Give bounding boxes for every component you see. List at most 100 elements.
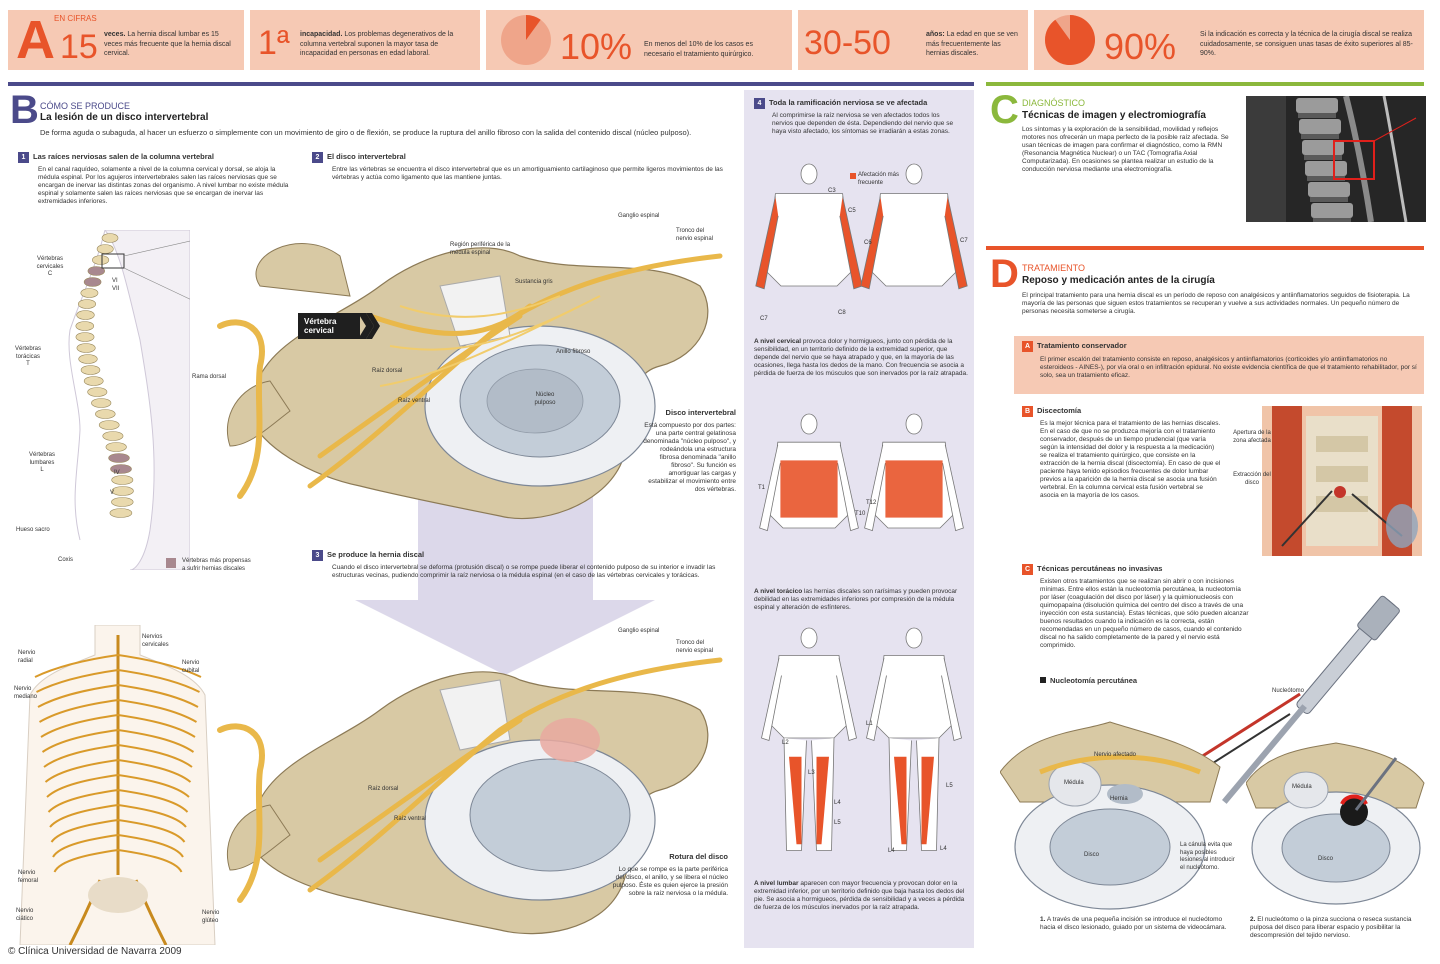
lumbar-text: A nivel lumbar aparecen con mayor frecue…: [754, 880, 965, 911]
body-figures-cervical: [755, 163, 968, 290]
label-roman-vii: VII: [112, 286, 120, 292]
section-b-label: CÓMO SE PRODUCE: [40, 101, 131, 111]
label-ganglio-espinal-2: Ganglio espinal: [618, 628, 660, 634]
label-medula-2: Médula: [1292, 784, 1312, 790]
section-a-label: EN CIFRAS: [54, 14, 97, 23]
label-rama-dorsal: Rama dorsal: [192, 374, 227, 380]
section-a-letter: A: [16, 10, 55, 70]
rotura-disco-title: Rotura del disco: [669, 852, 728, 861]
section-c-rule: [986, 82, 1424, 86]
body-figures-toracico: [759, 413, 964, 532]
section-d-letter: D: [990, 252, 1019, 296]
step1-text: En el canal raquídeo, solamente a nivel …: [38, 166, 289, 205]
stat-value-15: 15: [60, 28, 98, 66]
label-nervio-gluteo: Nervio glúteo: [202, 910, 220, 924]
label-c3: C3: [828, 188, 836, 194]
label-raiz-dorsal-1: Raíz dorsal: [372, 368, 403, 374]
label-apertura: Apertura de la zona afectada: [1233, 430, 1271, 444]
label-l4c: L4: [940, 846, 947, 852]
discectomy-illustration: [1262, 406, 1422, 556]
legend-swatch: [166, 558, 176, 568]
section-b-rule: [8, 82, 974, 86]
credit: © Clínica Universidad de Navarra 2009: [8, 946, 182, 957]
label-medula-1: Médula: [1064, 780, 1084, 786]
label-t12: T12: [866, 500, 877, 506]
label-extraccion: Extracción del disco: [1233, 472, 1271, 486]
discectomia-text: Es la mejor técnica para el tratamiento …: [1040, 420, 1221, 499]
label-nervio-ciatico: Nervio ciático: [16, 908, 34, 922]
disco-intervertebral-title: Disco intervertebral: [665, 408, 736, 417]
legend-afectacion-frecuente: Afectación más frecuente: [858, 172, 900, 186]
stat-text-10: En menos del 10% de los casos es necesar…: [644, 41, 754, 58]
down-arrow-icon: [355, 600, 655, 675]
legend-vertebras-propensas: Vértebras más propensas a sufrir hernias…: [182, 558, 251, 572]
section-b-intro: De forma aguda o subaguda, al hacer un e…: [40, 128, 692, 137]
label-c6: C6: [864, 240, 872, 246]
tratamiento-conservador-box: [1014, 336, 1424, 394]
label-anillo-fibroso: Anillo fibroso: [556, 349, 591, 355]
spine-illustration: [68, 230, 190, 570]
body-figures-lumbar: [761, 627, 962, 851]
stat-box-90: 90% Si la indicación es correcta y la té…: [1034, 10, 1424, 70]
disco-intervertebral-text: Está compuesto por dos partes: una parte…: [643, 422, 736, 493]
label-c7: C7: [960, 238, 968, 244]
label-tronco-nervio-1: Tronco del nervio espinal: [676, 228, 714, 242]
legend-afectacion-swatch: [850, 173, 856, 179]
stat-box-1a: 1ª incapacidad. Los problemas degenerati…: [250, 10, 480, 70]
section-c-text: Los síntomas y la exploración de la sens…: [1022, 126, 1229, 173]
label-l5: L5: [946, 783, 953, 789]
label-ganglio-espinal-1: Ganglio espinal: [618, 213, 660, 219]
label-l2: L2: [782, 740, 789, 746]
label-l5b: L5: [834, 820, 841, 826]
section-b-letter: B: [10, 88, 39, 132]
label-c5: C5: [848, 208, 856, 214]
nucleotomy-disk-2: [1246, 742, 1425, 905]
label-tronco-nervio-2: Tronco del nervio espinal: [676, 640, 714, 654]
nucleotome-instrument: [1179, 595, 1400, 804]
label-l4b: L4: [888, 848, 895, 854]
label-l4: L4: [834, 800, 841, 806]
label-coxis: Coxis: [58, 557, 74, 563]
label-nervio-afectado: Nervio afectado: [1094, 752, 1137, 758]
label-disco-2: Disco: [1318, 856, 1334, 862]
section-c-title: Técnicas de imagen y electromiografía: [1022, 110, 1206, 121]
stat-value-10: 10%: [560, 26, 633, 67]
toracico-text: A nivel torácico las hernias discales so…: [754, 588, 958, 611]
stat-value-90: 90%: [1104, 26, 1177, 67]
label-l1: L1: [866, 721, 873, 727]
stat-text-1a: incapacidad. Los problemas degenerativos…: [300, 31, 454, 57]
section-c-letter: C: [990, 88, 1019, 132]
label-nervios-cervicales: Nervios cervicales: [142, 634, 169, 648]
nucleotomy-step1: 1. A través de una pequeña incisión se i…: [1040, 916, 1227, 931]
label-nervio-mediano: Nervio mediano: [14, 686, 38, 700]
nervous-system-illustration: [19, 625, 216, 945]
stat-value-1a: 1ª: [258, 24, 290, 62]
stat-text-15: veces. La hernia discal lumbar es 15 vec…: [104, 31, 231, 57]
section-c-label: DIAGNÓSTICO: [1022, 98, 1086, 108]
nucleotomia-title: Nucleotomía percutánea: [1040, 676, 1137, 686]
mri-image: [1246, 96, 1426, 222]
rotura-disco-text: Lo que se rompe es la parte periférica d…: [612, 866, 728, 897]
stat-text-90: Si la indicación es correcta y la técnic…: [1200, 31, 1413, 57]
stat-box-10: 10% En menos del 10% de los casos es nec…: [486, 10, 792, 70]
nucleotomy-step2: 2. El nucleótomo o la pinza succiona o r…: [1250, 916, 1412, 939]
chevrons-right-icon: [358, 313, 380, 339]
stat-text-3050: años: La edad en que se ven más frecuent…: [926, 31, 1018, 57]
cervical-text: A nivel cervical provoca dolor y hormigu…: [754, 338, 968, 377]
label-nucleotomo: Nucleótomo: [1272, 688, 1305, 694]
label-c7b: C7: [760, 316, 768, 322]
label-sustancia-gris: Sustancia gris: [515, 279, 553, 285]
label-hernia: Hernia: [1110, 796, 1128, 802]
stat-box-3050: 30-50 años: La edad en que se ven más fr…: [798, 10, 1028, 70]
label-l3: L3: [808, 770, 815, 776]
section-d-intro: El principal tratamiento para una hernia…: [1022, 292, 1410, 315]
